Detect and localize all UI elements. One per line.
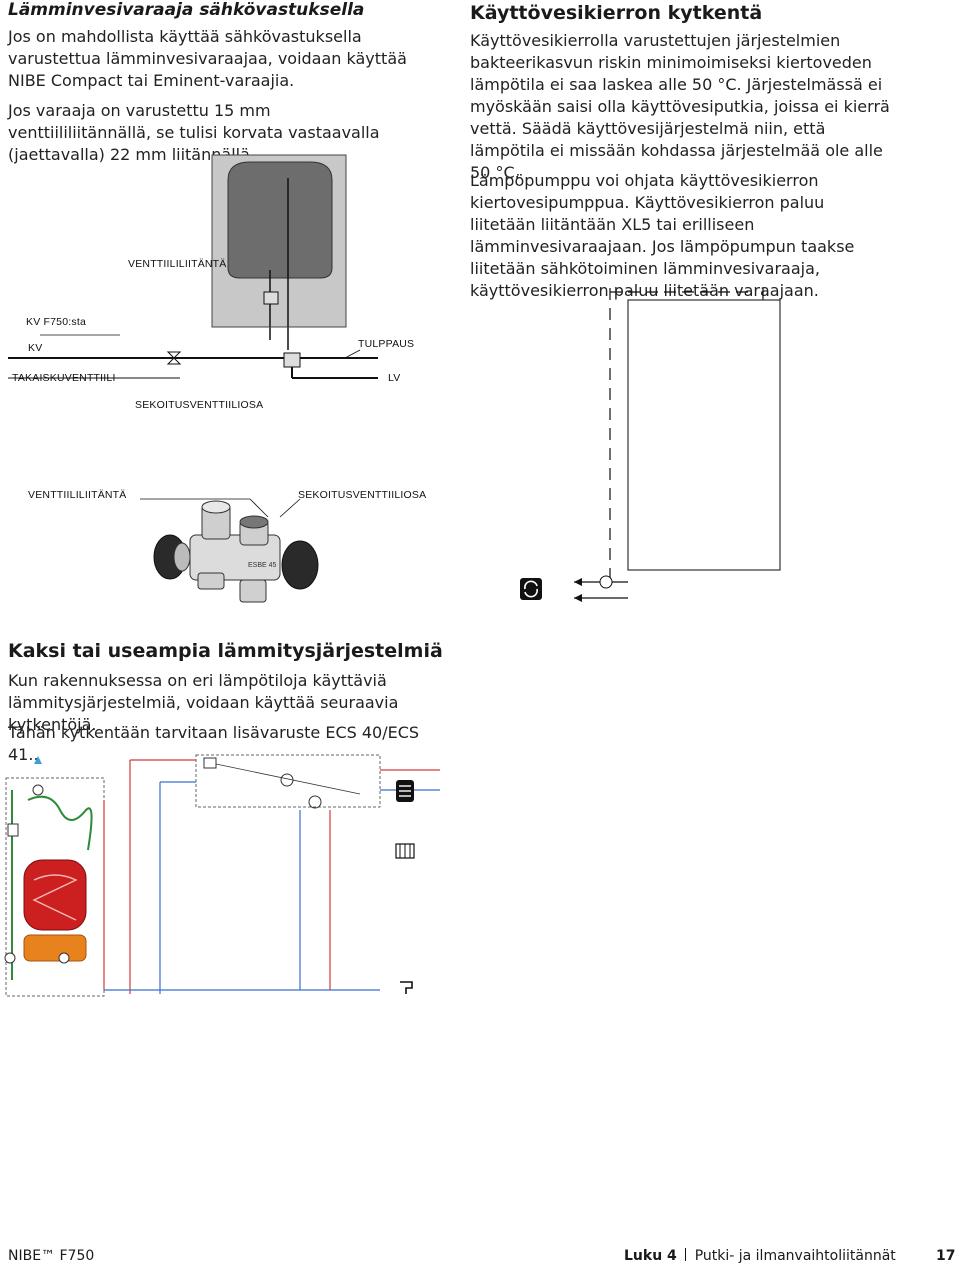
section-heading-multiple-systems: Kaksi tai useampia lämmitysjärjestelmiä: [8, 640, 443, 662]
label-tulppaus: TULPPAUS: [358, 338, 415, 350]
label-kv: KV: [28, 342, 43, 354]
mixing-valve-box: [283, 352, 301, 368]
circulation-pump-symbol: [599, 575, 613, 589]
tank-body: [227, 161, 333, 279]
footer-chapter: Luku 4 Putki- ja ilmanvaihtoliitännät: [624, 1248, 896, 1264]
paragraph-multiple-systems-2: Tähän kytkentään tarvitaan lisävaruste E…: [8, 723, 420, 764]
label-venttiililiitanta-1: VENTTIILILIITÄNTÄ: [128, 258, 227, 270]
paragraph-circulation-1: Käyttövesikierrolla varustettujen järjes…: [470, 31, 890, 182]
page-number: 17: [936, 1248, 956, 1264]
ecs-accessory-box: [195, 754, 381, 808]
footer-chapter-label: Luku 4: [624, 1248, 677, 1264]
label-sekoitusventtiiliosa-2: SEKOITUSVENTTIILIOSA: [298, 489, 427, 501]
paragraph-water-heater-1: Jos on mahdollista käyttää sähkövastukse…: [8, 27, 407, 90]
vent-arrow-icon: [34, 756, 42, 764]
label-venttiililiitanta-2: VENTTIILILIITÄNTÄ: [28, 489, 127, 501]
hx-coil-green: [27, 795, 93, 851]
label-sekoitusventtiiliosa-1: SEKOITUSVENTTIILIOSA: [135, 399, 264, 411]
hot-water-tank: [23, 859, 87, 931]
multi-system-diagram: [4, 754, 440, 997]
heat-pump-unit: [627, 299, 781, 571]
paragraph-circulation-2: Lämpöpumppu voi ohjata käyttövesikierron…: [470, 171, 855, 300]
label-lv: LV: [388, 372, 401, 384]
paragraph-multiple-systems-1: Kun rakennuksessa on eri lämpötiloja käy…: [8, 671, 399, 734]
compressor-section: [23, 934, 87, 962]
check-valve-symbol: [166, 351, 182, 365]
esbe-marking: ESBE 45: [248, 562, 277, 569]
label-takaiskuventtiili: TAKAISKUVENTTIILI: [12, 372, 116, 384]
valve-box-upper: [263, 291, 279, 305]
paragraph-water-heater-2: Jos varaaja on varustettu 15 mm venttiil…: [8, 101, 380, 164]
right-knob: [281, 540, 319, 590]
filter-symbol: [7, 823, 19, 837]
heater-connection-diagram: [8, 154, 378, 379]
mixing-valve-illustration: ESBE 45: [140, 498, 319, 603]
label-kv-f750: KV F750:sta: [26, 316, 86, 328]
tap-icon: [400, 981, 413, 994]
section-heading-water-heater: Lämminvesivaraaja sähkövastuksella: [8, 0, 365, 20]
section-heading-circulation: Käyttövesikierron kytkentä: [470, 2, 763, 24]
footer-brand: NIBE™ F750: [8, 1248, 95, 1264]
fan-symbol: [308, 795, 322, 809]
circulation-diagram: [520, 288, 781, 602]
footer-chapter-title: Putki- ja ilmanvaihtoliitännät: [694, 1248, 896, 1264]
